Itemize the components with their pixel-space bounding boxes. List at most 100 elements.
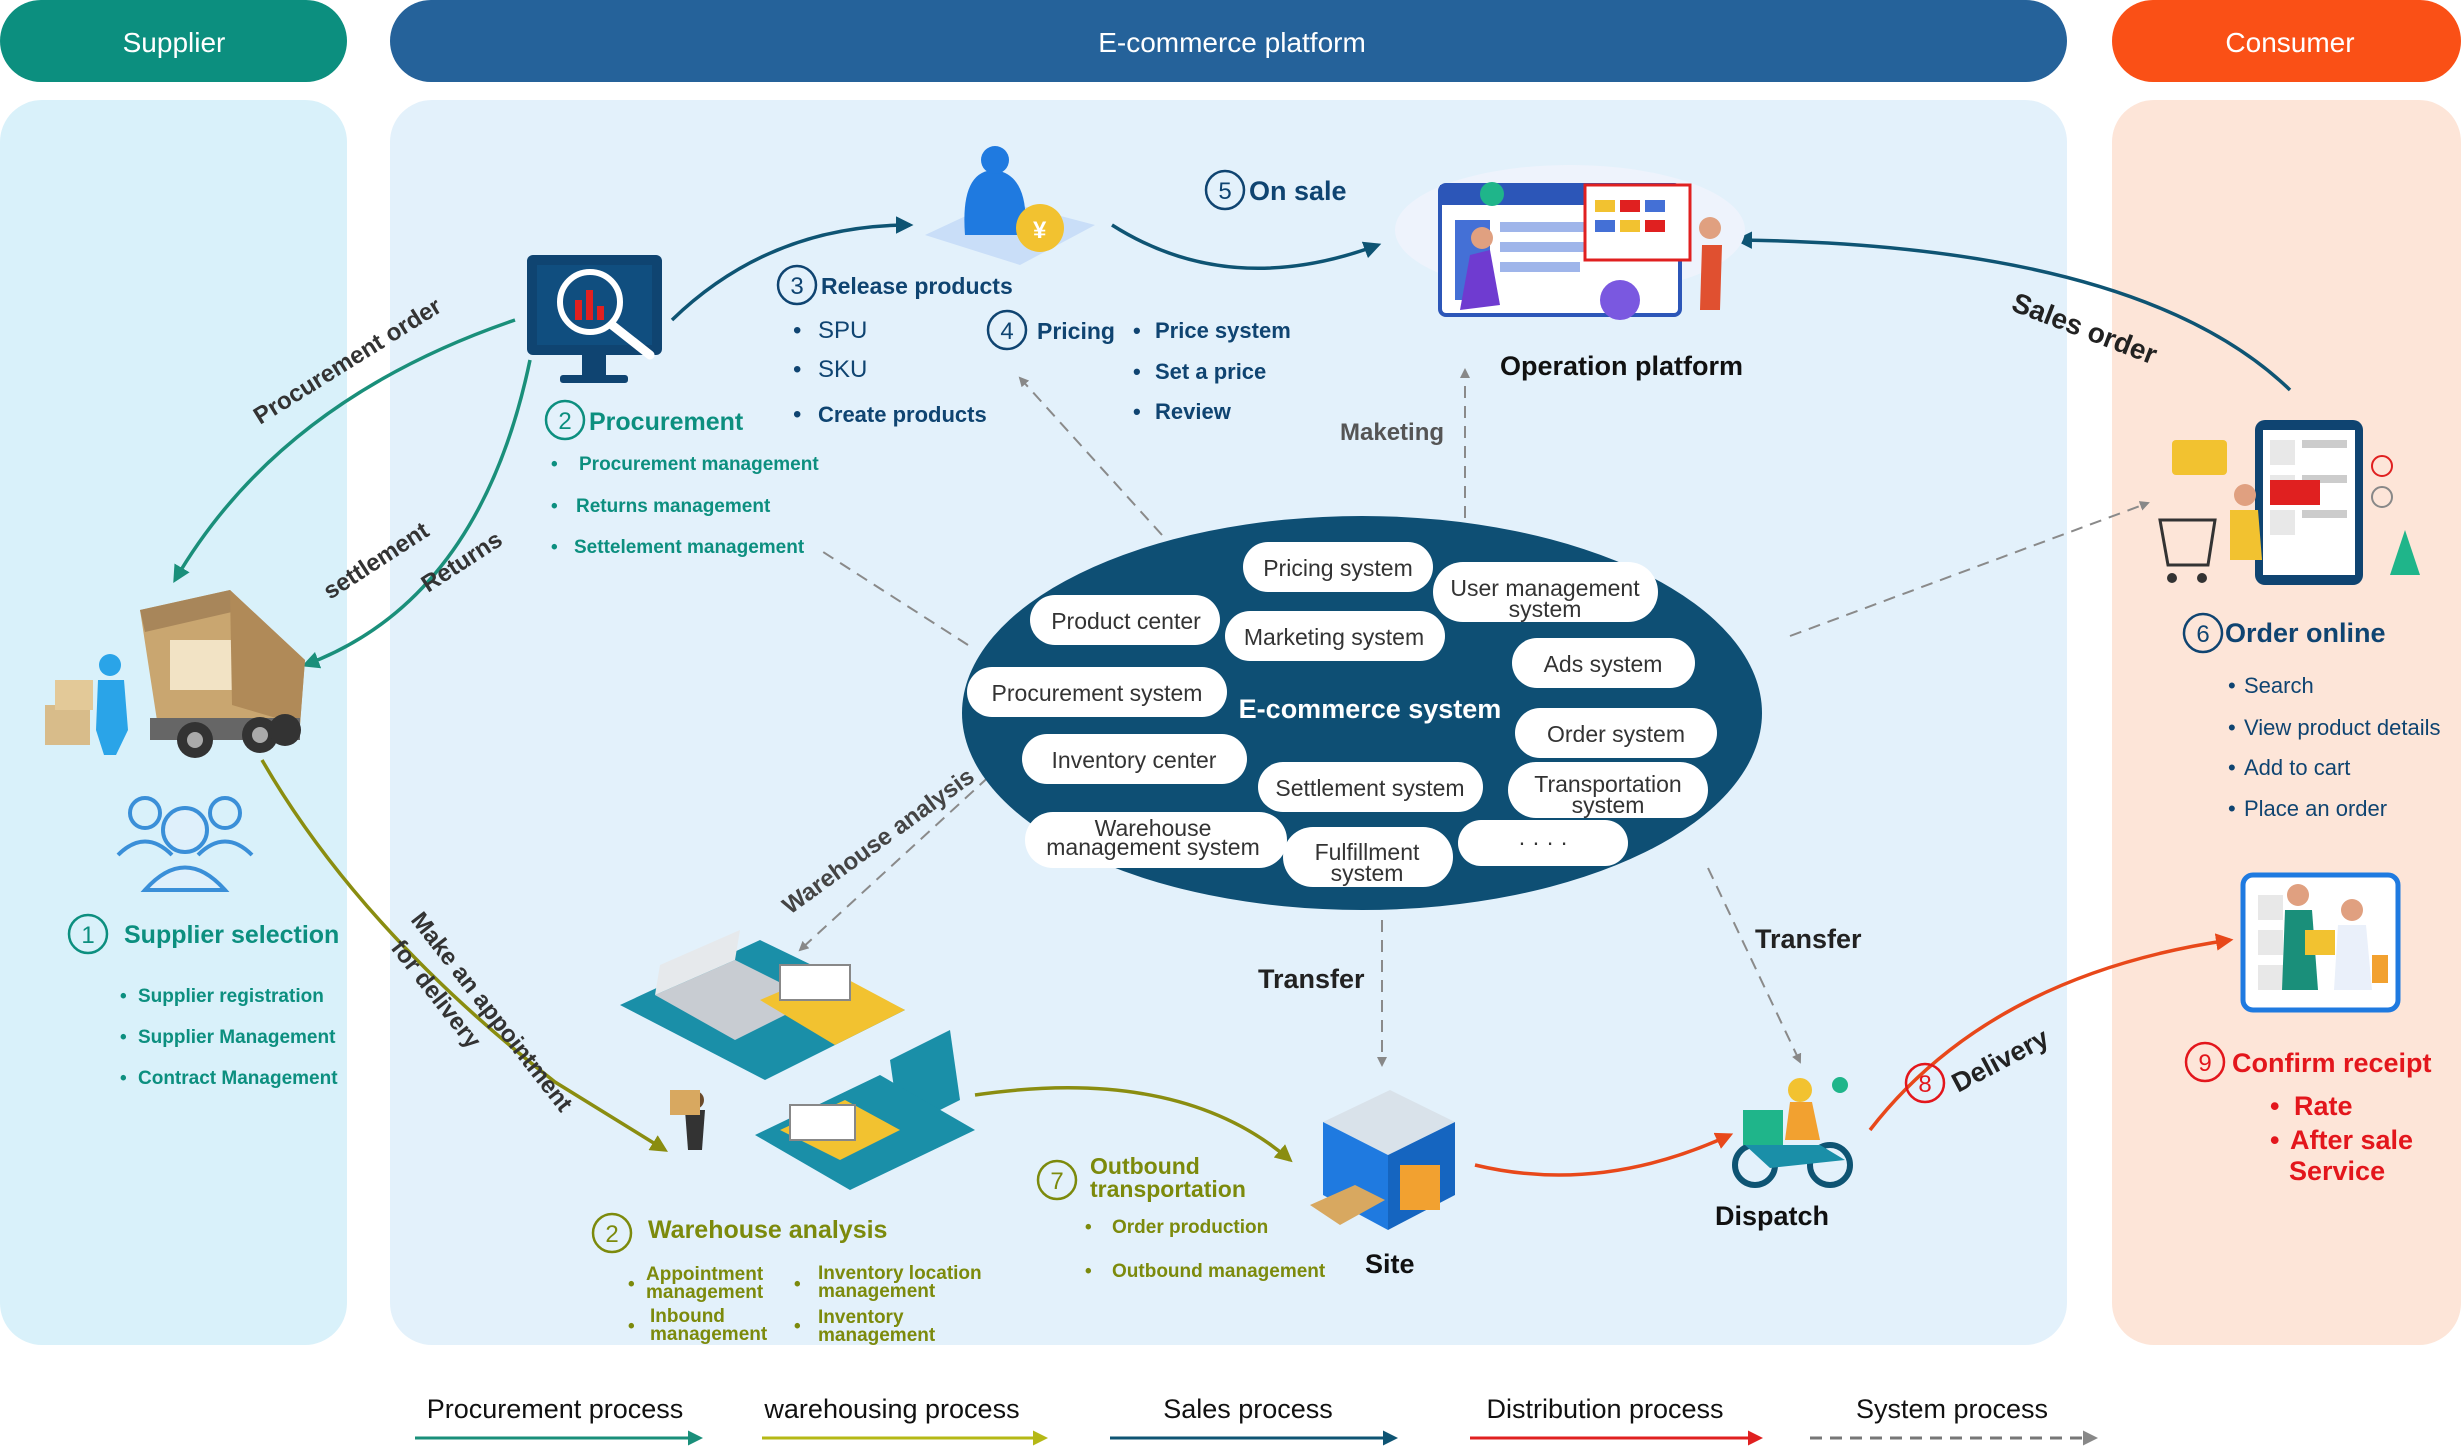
subsystem-label: Pricing system (1263, 555, 1413, 581)
ecommerce-subsystems: Pricing system User management system Pr… (967, 542, 1717, 887)
step4-item: Review (1155, 399, 1232, 424)
legend-label: Sales process (1163, 1394, 1333, 1424)
step3-number-label: 3 (790, 273, 803, 300)
step6-number-label: 6 (2196, 621, 2209, 648)
svg-text:•: • (1133, 318, 1141, 343)
platform-header-label: E-commerce platform (1098, 27, 1366, 58)
subsystem-label: Order system (1547, 721, 1685, 747)
step2b-item: Inventory location (818, 1263, 982, 1284)
step1-title: Supplier selection (124, 921, 339, 949)
svg-text:•: • (2228, 673, 2236, 698)
svg-text:•: • (794, 1316, 801, 1337)
step3-number (776, 264, 818, 306)
step9-item: Rate (2294, 1091, 2353, 1121)
step4-title: Pricing (1037, 318, 1115, 344)
step9-title: Confirm receipt (2232, 1048, 2432, 1078)
truck-illustration (45, 590, 305, 758)
step2-item: Settelement management (574, 537, 805, 558)
arrow-make-appointment (260, 759, 668, 1152)
svg-text:•: • (2228, 715, 2236, 740)
step2b-number (591, 1212, 633, 1254)
subsystem-label: Product center (1051, 608, 1201, 634)
step7-number-label: 7 (1050, 1168, 1063, 1195)
receipt-icon (2240, 872, 2401, 1013)
step3-item: Create products (818, 402, 987, 427)
arrow-outbound (974, 1086, 1293, 1163)
subsystem-label: Transportation (1534, 771, 1681, 797)
ecommerce-system-label: E-commerce system (1239, 694, 1502, 724)
step2-item: Returns management (576, 496, 771, 517)
subsystem-label: Fulfillment (1315, 839, 1420, 865)
release-products-icon: ¥ (925, 146, 1095, 265)
site-icon (1310, 1090, 1455, 1230)
arrow-sales-order (1734, 231, 2292, 392)
subsystem-label: system (1509, 596, 1582, 622)
label-transfer-site: Transfer (1258, 964, 1365, 994)
step5-number-label: 5 (1218, 178, 1231, 205)
step7-title: transportation (1090, 1176, 1246, 1202)
subsystem-label: Marketing system (1244, 624, 1424, 650)
svg-text:•: • (2270, 1091, 2279, 1121)
svg-text:•: • (793, 317, 801, 344)
step6-item: View product details (2244, 715, 2441, 740)
step7-item: Order production (1112, 1217, 1268, 1238)
svg-text:•: • (551, 537, 558, 558)
subsystem-label: Settlement system (1275, 775, 1464, 801)
dash-to-pricing (1018, 376, 1163, 536)
svg-text:•: • (793, 356, 801, 383)
step2b-item: management (818, 1281, 936, 1302)
step4-number (986, 309, 1028, 351)
arrow-site-dispatch (1474, 1132, 1734, 1177)
svg-text:•: • (120, 1068, 127, 1089)
legend: Procurement process warehousing process … (415, 1394, 2098, 1446)
subsystem-label: system (1331, 860, 1404, 886)
step1-number (67, 913, 109, 955)
consumer-panel (2112, 100, 2461, 1345)
svg-text:•: • (551, 496, 558, 517)
step4-item: Set a price (1155, 359, 1266, 384)
step3-item: SKU (818, 356, 867, 383)
site-label: Site (1365, 1249, 1415, 1279)
operation-platform-icon (1395, 165, 1745, 320)
svg-text:•: • (628, 1274, 635, 1295)
step7-item: Outbound management (1112, 1261, 1326, 1282)
dash-procurement (819, 549, 969, 646)
subsystem-label: User management (1450, 575, 1640, 601)
step2-item: Procurement management (579, 454, 819, 475)
arrow-to-operation (1111, 223, 1382, 271)
step3-item: SPU (818, 317, 867, 344)
step6-title: Order online (2225, 618, 2386, 648)
svg-text:•: • (1133, 359, 1141, 384)
step2b-item: management (650, 1324, 768, 1345)
subsystem-label: system (1572, 792, 1645, 818)
svg-text:•: • (628, 1316, 635, 1337)
step3-title: Release products (821, 273, 1013, 299)
label-maketing: Maketing (1340, 419, 1444, 446)
dash-consumer (1789, 501, 2150, 637)
shopping-phone-icon (2158, 420, 2420, 585)
legend-label: System process (1856, 1394, 2048, 1424)
svg-text:¥: ¥ (1033, 217, 1047, 244)
legend-label: Distribution process (1486, 1394, 1723, 1424)
step2b-item: Inventory (818, 1307, 904, 1328)
step2-title: Procurement (589, 408, 744, 436)
step4-list: • Price system • Set a price • Review (1133, 318, 1291, 424)
subsystem-label: management system (1046, 834, 1259, 860)
label-transfer-dispatch: Transfer (1755, 924, 1862, 954)
arrow-returns (301, 359, 532, 669)
consumer-header-label: Consumer (2225, 27, 2354, 58)
svg-text:•: • (120, 986, 127, 1007)
step2-number-label: 2 (558, 408, 571, 435)
step2b-title: Warehouse analysis (648, 1216, 887, 1244)
step4-item: Price system (1155, 318, 1291, 343)
svg-text:•: • (2228, 796, 2236, 821)
svg-text:•: • (1133, 399, 1141, 424)
supplier-header-label: Supplier (123, 27, 226, 58)
step9-list: •Rate •After sale Service (2270, 1091, 2413, 1186)
step2b-list: • Appointment management • Inbound manag… (628, 1263, 982, 1346)
step9-number-label: 9 (2198, 1050, 2211, 1077)
svg-text:•: • (794, 1274, 801, 1295)
svg-text:•: • (1085, 1217, 1092, 1238)
dash-warehouse (798, 749, 1019, 952)
